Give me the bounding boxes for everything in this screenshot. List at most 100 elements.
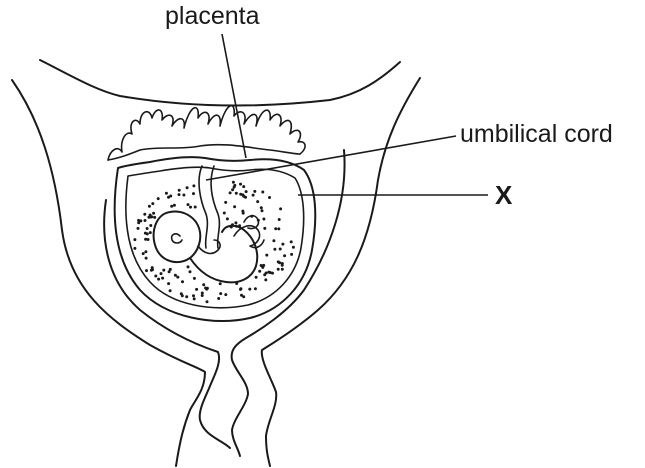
- fluid-dot: [169, 195, 172, 198]
- fluid-dot: [165, 192, 168, 195]
- fluid-dot: [224, 201, 227, 204]
- fluid-dot: [157, 197, 160, 200]
- fluid-dot: [133, 247, 136, 250]
- fluid-dot: [262, 218, 265, 221]
- fluid-dot: [187, 265, 190, 268]
- fluid-dot: [206, 287, 209, 290]
- fluid-dot: [192, 294, 195, 297]
- fluid-dot: [189, 206, 192, 209]
- fluid-dot: [206, 300, 209, 303]
- fluid-dot: [242, 212, 245, 215]
- fluid-dot: [269, 271, 272, 274]
- fluid-dot: [292, 246, 295, 249]
- uterus-right-outer: [262, 78, 420, 466]
- fluid-dot: [151, 266, 154, 269]
- fluid-dot: [186, 186, 189, 189]
- fluid-dot: [154, 275, 157, 278]
- fluid-dot: [137, 227, 140, 230]
- placenta-leader-line: [222, 34, 246, 158]
- fluid-dot: [274, 227, 277, 230]
- placenta-label: placenta: [165, 2, 260, 30]
- uterus-left-outer: [12, 80, 205, 466]
- fluid-dot: [224, 293, 227, 296]
- fluid-dot: [149, 214, 152, 217]
- fluid-dot: [239, 193, 242, 196]
- fluid-dot: [178, 189, 181, 192]
- fluid-dot: [170, 205, 173, 208]
- fluid-dot: [219, 282, 222, 285]
- fluid-dot: [290, 240, 293, 243]
- fluid-dot: [239, 288, 242, 291]
- fluid-dot: [242, 185, 245, 188]
- fluid-dot: [223, 212, 226, 215]
- fluid-dot: [169, 289, 172, 292]
- fluid-dot: [231, 188, 234, 191]
- fluid-dot: [149, 224, 152, 227]
- fluid-dot: [133, 238, 136, 241]
- fluid-dot: [277, 260, 280, 263]
- fluid-dot: [233, 186, 236, 189]
- fluid-dot: [283, 254, 286, 257]
- fluid-dot: [201, 294, 204, 297]
- fluid-dot: [217, 297, 220, 300]
- fluid-dot: [145, 269, 148, 272]
- fluid-dot: [142, 252, 145, 255]
- fluid-dot: [189, 270, 192, 273]
- fluid-dot: [253, 190, 256, 193]
- fluid-dot: [264, 278, 267, 281]
- fluid-dot: [144, 232, 147, 235]
- fluid-dot: [193, 297, 196, 300]
- fluid-dot: [195, 288, 198, 291]
- fluid-dot: [226, 217, 229, 220]
- fluid-dot: [148, 205, 151, 208]
- fluid-dot: [176, 276, 179, 279]
- uterus-top-edge: [40, 60, 400, 106]
- fluid-dot: [181, 294, 184, 297]
- fluid-dot: [174, 274, 177, 277]
- fluid-dot: [234, 221, 237, 224]
- fluid-dot: [242, 295, 245, 298]
- fluid-dot: [152, 212, 155, 215]
- fluid-dot: [263, 227, 266, 230]
- fluid-dot: [232, 181, 235, 184]
- fluid-dot: [235, 192, 238, 195]
- fluid-dot: [265, 254, 268, 257]
- fluid-dot: [153, 216, 156, 219]
- fluid-dot: [248, 288, 251, 291]
- fetus-ear: [172, 234, 182, 243]
- fluid-dot: [185, 295, 188, 298]
- fluid-dot: [194, 206, 197, 209]
- fluid-dot: [263, 273, 266, 276]
- fetus-head: [154, 211, 201, 262]
- fluid-dot: [262, 264, 265, 267]
- fluid-dot: [229, 191, 232, 194]
- fluid-dot: [145, 257, 148, 260]
- fluid-dot: [144, 238, 147, 241]
- placenta-villi: [108, 106, 305, 160]
- fluid-dot: [252, 194, 255, 197]
- fluid-dot: [181, 280, 184, 283]
- fluid-dot: [202, 283, 205, 286]
- uterus-left-inner: [104, 200, 230, 448]
- fluid-dot: [173, 204, 176, 207]
- fluid-dot: [151, 202, 154, 205]
- fluid-dot: [161, 277, 164, 280]
- fluid-dot: [157, 278, 160, 281]
- fluid-dot: [244, 196, 247, 199]
- fluid-dot: [167, 282, 170, 285]
- fetus-arm: [198, 240, 220, 253]
- sac-inner-membrane: [126, 167, 304, 308]
- fluid-dot: [245, 190, 248, 193]
- amniotic-fluid-dots: [133, 181, 295, 303]
- fluid-dot: [260, 264, 263, 267]
- fluid-dot: [146, 227, 149, 230]
- fluid-dot: [193, 277, 196, 280]
- uterus-outer-wall: [12, 60, 420, 466]
- fluid-dot: [233, 205, 236, 208]
- fluid-dot: [277, 268, 280, 271]
- fluid-dot: [273, 248, 276, 251]
- fluid-dot: [258, 270, 261, 273]
- fluid-dot: [260, 206, 263, 209]
- fluid-dot: [178, 193, 181, 196]
